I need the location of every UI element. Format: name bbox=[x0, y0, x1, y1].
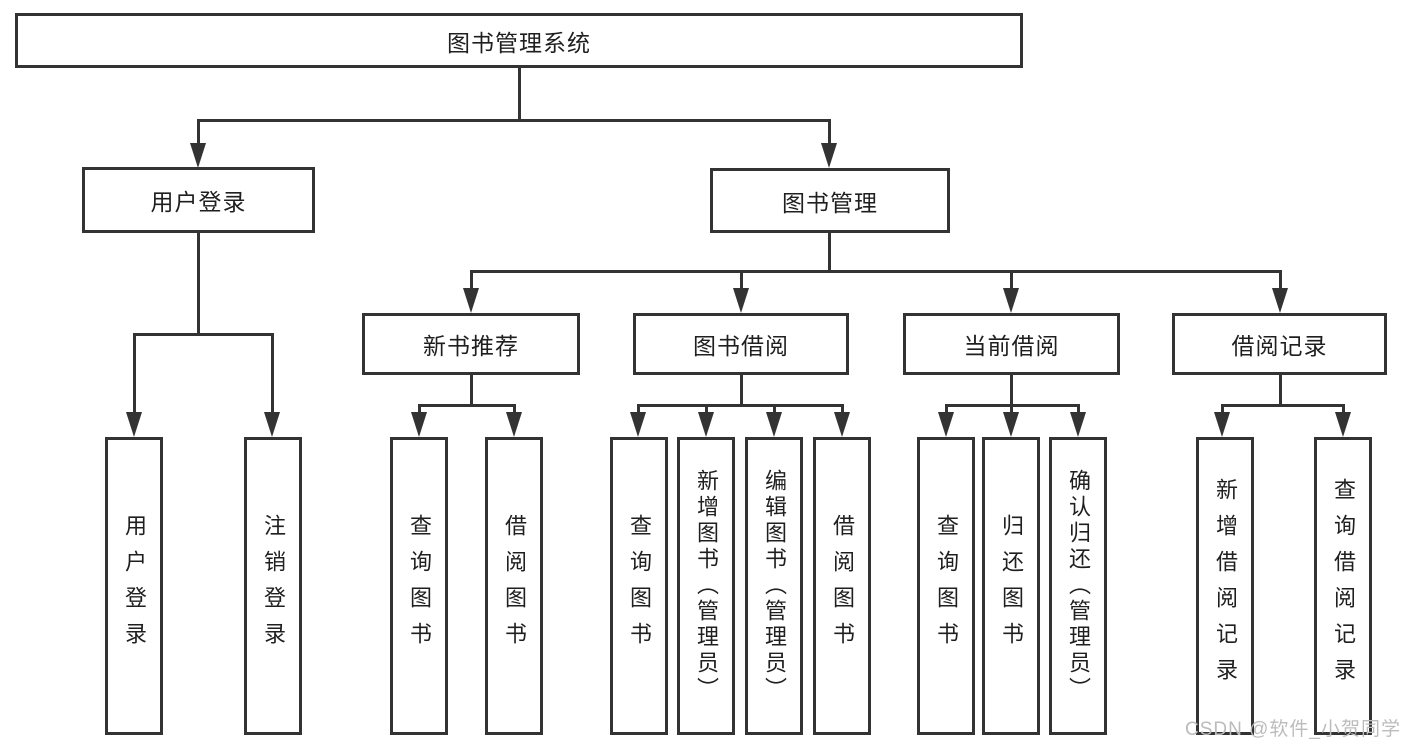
node-book-borrowing: 图书借阅 bbox=[633, 313, 849, 375]
connector-line bbox=[518, 68, 521, 121]
arrowhead-down-icon bbox=[411, 412, 427, 437]
connector-line bbox=[1221, 404, 1224, 414]
node-book-management: 图书管理 bbox=[710, 168, 950, 233]
arrowhead-down-icon bbox=[190, 143, 206, 168]
arrowhead-down-icon bbox=[834, 412, 850, 437]
leaf-label: 新增图书（管理员） bbox=[694, 469, 719, 703]
connector-line bbox=[1279, 375, 1282, 406]
arrowhead-down-icon bbox=[1003, 288, 1019, 313]
leaf-label: 查询图书 bbox=[934, 514, 959, 658]
arrowhead-down-icon bbox=[506, 412, 522, 437]
leaf-label: 编辑图书（管理员） bbox=[762, 469, 787, 703]
connector-line bbox=[271, 333, 274, 413]
connector-line bbox=[133, 333, 274, 336]
leaf-query-borrow-record: 查询借阅记录 bbox=[1314, 437, 1372, 735]
leaf-label: 归还图书 bbox=[999, 514, 1024, 658]
arrowhead-down-icon bbox=[1003, 412, 1019, 437]
connector-line bbox=[197, 119, 831, 122]
connector-line bbox=[133, 333, 136, 413]
leaf-label: 确认归还（管理员） bbox=[1066, 469, 1091, 703]
leaf-edit-books-admin: 编辑图书（管理员） bbox=[745, 437, 803, 735]
connector-line bbox=[197, 233, 200, 336]
connector-line bbox=[828, 233, 831, 273]
arrowhead-down-icon bbox=[630, 412, 646, 437]
connector-line bbox=[828, 119, 831, 146]
leaf-add-borrow-record: 新增借阅记录 bbox=[1196, 437, 1254, 735]
arrowhead-down-icon bbox=[264, 412, 280, 437]
leaf-logout: 注销登录 bbox=[244, 437, 302, 735]
connector-line bbox=[1010, 404, 1013, 414]
connector-line bbox=[740, 270, 743, 288]
connector-line bbox=[418, 404, 516, 407]
leaf-label: 借阅图书 bbox=[502, 514, 527, 658]
node-current-borrowing: 当前借阅 bbox=[903, 313, 1120, 375]
connector-line bbox=[773, 404, 776, 414]
node-new-book-recommendation: 新书推荐 bbox=[362, 313, 580, 375]
connector-line bbox=[637, 404, 844, 407]
leaf-return-books: 归还图书 bbox=[982, 437, 1040, 735]
leaf-label: 查询图书 bbox=[627, 514, 652, 658]
leaf-query-books-borrowing: 查询图书 bbox=[610, 437, 668, 735]
leaf-query-books-recommend: 查询图书 bbox=[390, 437, 448, 735]
connector-line bbox=[841, 404, 844, 414]
arrowhead-down-icon bbox=[821, 143, 837, 168]
connector-line bbox=[197, 119, 200, 146]
connector-line bbox=[1221, 404, 1345, 407]
csdn-watermark: CSDN @软件_小贺同学 bbox=[1185, 719, 1401, 740]
arrowhead-down-icon bbox=[126, 412, 142, 437]
node-borrowing-records: 借阅记录 bbox=[1172, 313, 1387, 375]
node-user-login: 用户登录 bbox=[82, 167, 315, 233]
leaf-borrow-books: 借阅图书 bbox=[813, 437, 871, 735]
arrowhead-down-icon bbox=[733, 288, 749, 313]
arrowhead-down-icon bbox=[463, 288, 479, 313]
arrowhead-down-icon bbox=[1214, 412, 1230, 437]
arrowhead-down-icon bbox=[698, 412, 714, 437]
connector-line bbox=[1077, 404, 1080, 414]
connector-line bbox=[1279, 270, 1282, 288]
leaf-label: 查询图书 bbox=[407, 514, 432, 658]
leaf-add-books-admin: 新增图书（管理员） bbox=[677, 437, 735, 735]
connector-line bbox=[740, 375, 743, 406]
connector-line bbox=[418, 404, 421, 414]
connector-line bbox=[637, 404, 640, 414]
arrowhead-down-icon bbox=[1335, 412, 1351, 437]
leaf-user-login: 用户登录 bbox=[105, 437, 163, 735]
leaf-label: 借阅图书 bbox=[830, 514, 855, 658]
connector-line bbox=[945, 404, 948, 414]
arrowhead-down-icon bbox=[938, 412, 954, 437]
connector-line bbox=[470, 270, 1282, 273]
node-library-management-system: 图书管理系统 bbox=[15, 13, 1023, 68]
arrowhead-down-icon bbox=[1070, 412, 1086, 437]
connector-line bbox=[1342, 404, 1345, 414]
leaf-label: 注销登录 bbox=[261, 514, 286, 658]
leaf-query-books-current: 查询图书 bbox=[917, 437, 975, 735]
connector-line bbox=[1010, 270, 1013, 288]
leaf-borrow-books-recommend: 借阅图书 bbox=[485, 437, 543, 735]
connector-line bbox=[470, 270, 473, 288]
connector-line bbox=[705, 404, 708, 414]
arrowhead-down-icon bbox=[1272, 288, 1288, 313]
connector-line bbox=[513, 404, 516, 414]
leaf-label: 用户登录 bbox=[122, 514, 147, 658]
leaf-label: 新增借阅记录 bbox=[1213, 478, 1238, 694]
leaf-confirm-return-admin: 确认归还（管理员） bbox=[1049, 437, 1107, 735]
connector-line bbox=[1010, 375, 1013, 406]
leaf-label: 查询借阅记录 bbox=[1331, 478, 1356, 694]
arrowhead-down-icon bbox=[766, 412, 782, 437]
connector-line bbox=[470, 375, 473, 406]
